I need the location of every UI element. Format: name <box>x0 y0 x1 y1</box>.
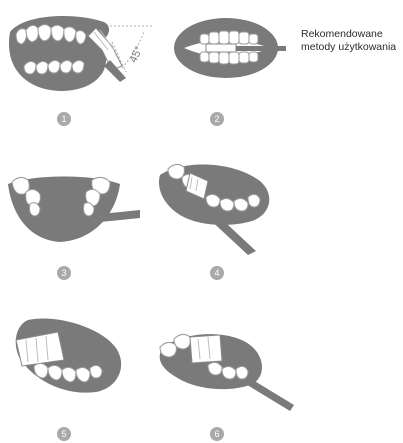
step-1-illustration: 45° <box>4 10 164 100</box>
step-2-illustration <box>170 12 290 84</box>
page-title: Rekomendowane metody użytkowania <box>301 28 401 54</box>
step-4-illustration <box>150 155 280 260</box>
step-number-badge: 5 <box>57 427 71 441</box>
step-number-badge: 6 <box>210 427 224 441</box>
step-3-illustration <box>4 170 144 250</box>
step-5-illustration <box>4 312 134 404</box>
title-line-2: metody użytkowania <box>301 41 401 54</box>
step-number-badge: 3 <box>57 266 71 280</box>
lower-teeth <box>24 60 84 74</box>
step-number-badge: 4 <box>210 266 224 280</box>
title-line-1: Rekomendowane <box>301 28 401 41</box>
angle-label: 45° <box>128 45 146 65</box>
step-number-badge: 2 <box>210 112 224 126</box>
step-number-badge: 1 <box>57 112 71 126</box>
step-6-illustration <box>150 325 300 415</box>
